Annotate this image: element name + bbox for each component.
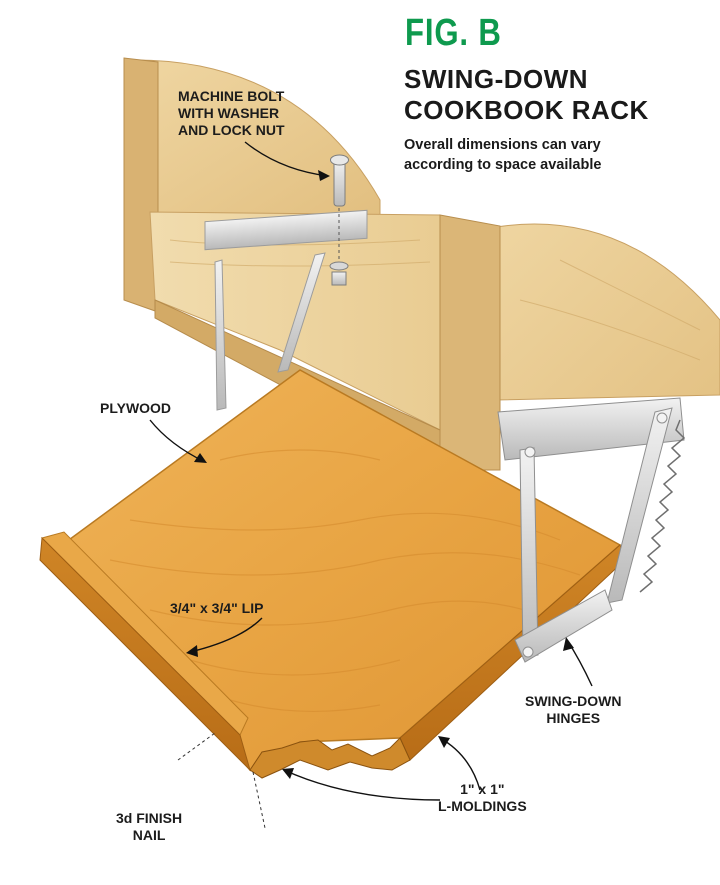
- figure-subtitle-line-2: according to space available: [404, 157, 602, 173]
- leader-lines: [149, 141, 593, 801]
- callout-hinges: SWING-DOWN HINGES: [525, 693, 622, 726]
- leader-molding-2: [283, 769, 441, 801]
- leader-bolt: [244, 141, 329, 177]
- figure-title-line-2: COOKBOOK RACK: [404, 95, 649, 125]
- callout-l-moldings: 1" x 1" L-MOLDINGS: [438, 781, 527, 814]
- figure-subtitle: Overall dimensions can vary according to…: [404, 135, 601, 175]
- cabinet-back-wall: [134, 59, 381, 216]
- finish-nail: [177, 732, 266, 829]
- figure-title-line-1: SWING-DOWN: [404, 64, 589, 94]
- hinge-spring: [639, 419, 686, 593]
- callout-lip: 3/4" x 3/4" LIP: [170, 600, 264, 616]
- cabinet-right-stile: [439, 214, 501, 471]
- figure-title: SWING-DOWN COOKBOOK RACK: [404, 64, 649, 126]
- figure-label: FIG. B: [405, 12, 502, 54]
- callout-machine-bolt: MACHINE BOLT WITH WASHER AND LOCK NUT: [178, 88, 285, 138]
- rear-hinge-arms: [204, 209, 368, 411]
- plywood-grain: [109, 449, 581, 712]
- callout-finish-nail: 3d FINISH NAIL: [116, 810, 183, 843]
- cutaway-edge: [249, 737, 411, 779]
- callout-plywood: PLYWOOD: [100, 400, 172, 416]
- cabinet-right-side: [479, 223, 720, 461]
- figure-subtitle-line-1: Overall dimensions can vary: [404, 137, 601, 153]
- leader-arrowheads: [186, 170, 574, 779]
- machine-bolt: [329, 154, 349, 286]
- leader-lip: [189, 617, 263, 653]
- cabinet-left-stile: [123, 57, 159, 313]
- swing-down-hinge: [497, 397, 685, 663]
